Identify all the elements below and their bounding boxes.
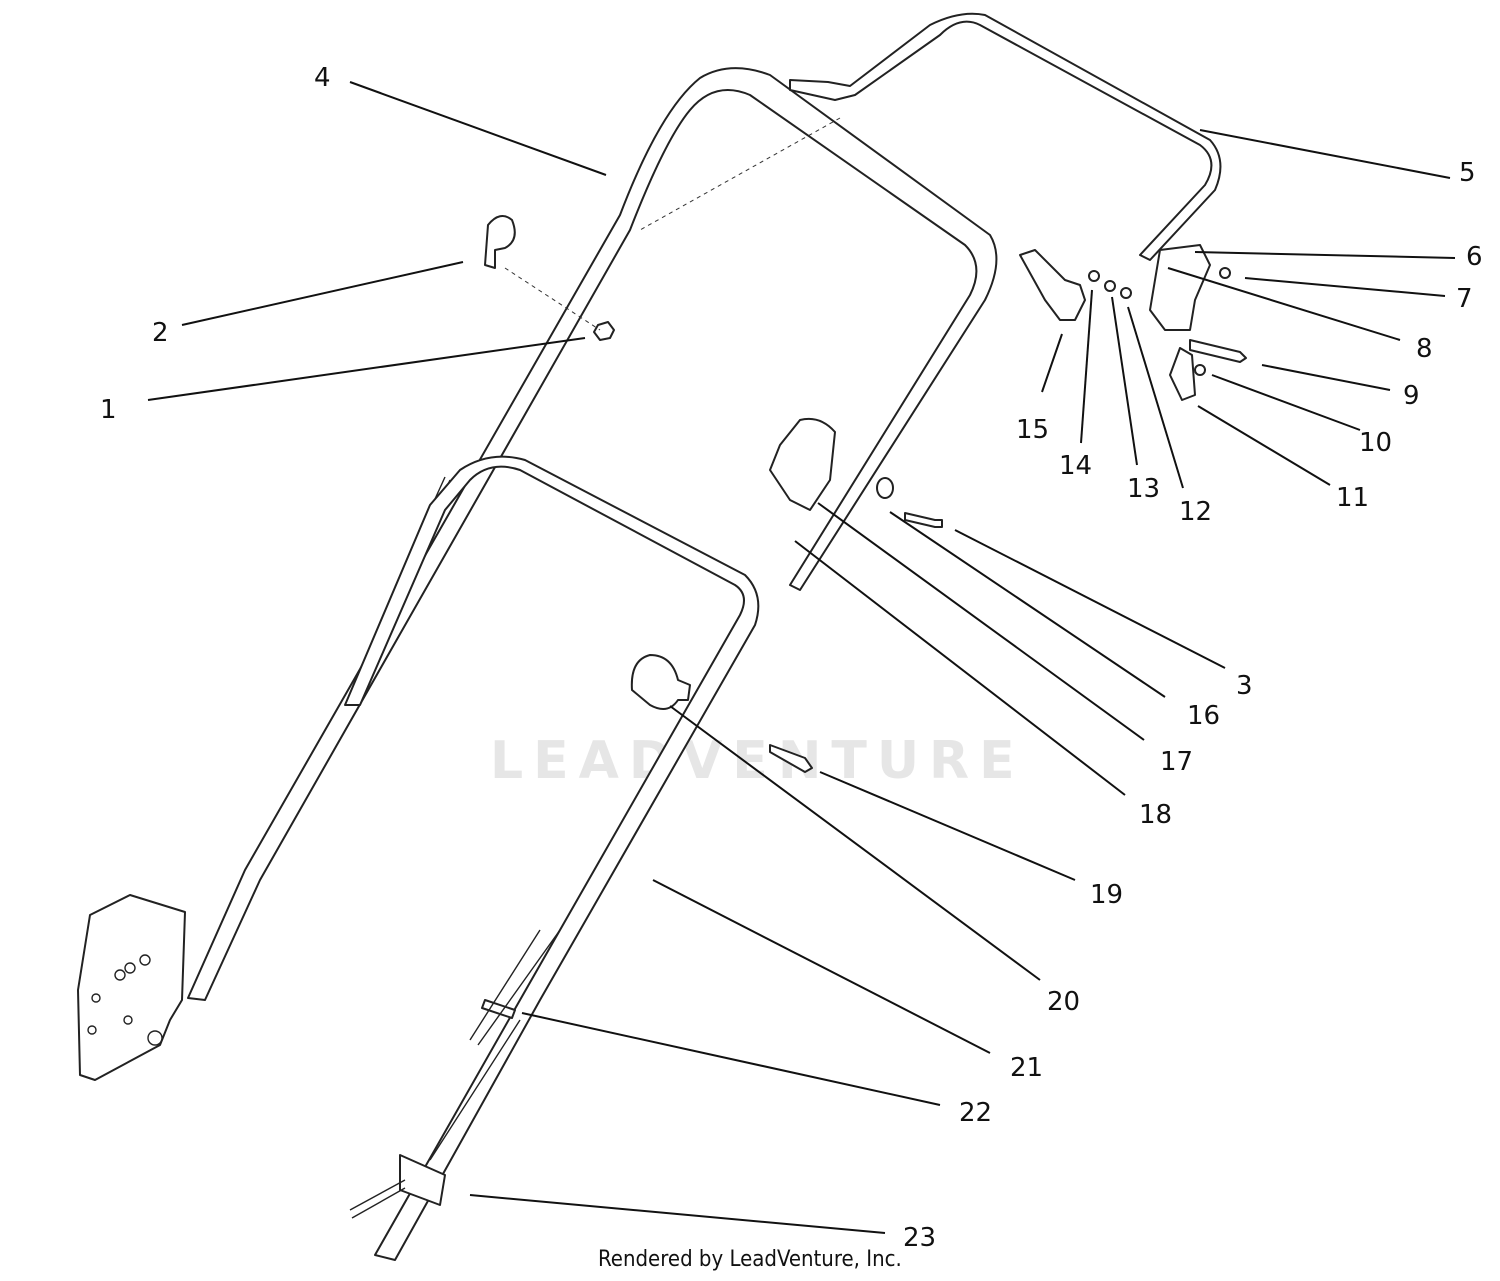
render-credit: Rendered by LeadVenture, Inc. [598,1247,902,1272]
callout-9: 9 [1403,381,1420,411]
callout-11: 11 [1336,483,1369,513]
callout-2: 2 [152,318,169,348]
callout-3: 3 [1236,671,1253,701]
part-17-cable-guide [769,417,836,511]
callout-15: 15 [1016,415,1049,445]
callout-6: 6 [1466,242,1483,272]
part-3-bolt [904,512,943,528]
callout-18: 18 [1139,800,1172,830]
part-8-bracket [1149,244,1211,331]
part-15-lever [1019,249,1086,321]
watermark-text: LEADVENTURE [490,731,1025,791]
callout-8: 8 [1416,334,1433,364]
part-22-cable-tie [469,929,561,1046]
leader-lines [147,81,1456,1234]
upper-handle [187,67,998,1001]
small-washers [1088,267,1231,376]
part-20-knob [630,654,691,710]
callout-4: 4 [314,63,331,93]
part-9-bolt [1189,339,1247,363]
part-19-carriage-bolt [769,744,813,773]
part-16-washer [876,477,894,499]
callout-22: 22 [959,1098,992,1128]
callout-20: 20 [1047,987,1080,1017]
callout-7: 7 [1456,284,1473,314]
callout-5: 5 [1459,158,1476,188]
part-23-cable-clip [349,1154,446,1219]
callout-23: 23 [903,1223,936,1253]
callout-13: 13 [1127,474,1160,504]
callout-19: 19 [1090,880,1123,910]
callout-21: 21 [1010,1053,1043,1083]
part-1-nut [504,267,615,341]
control-bail [639,12,1222,261]
lower-handle [344,455,760,1261]
part-2-hook [484,215,516,269]
callout-12: 12 [1179,497,1212,527]
callout-10: 10 [1359,428,1392,458]
part-11-cam [1169,347,1196,401]
callout-14: 14 [1059,451,1092,481]
deck-bracket [77,894,186,1081]
callout-1: 1 [100,395,117,425]
callout-17: 17 [1160,747,1193,777]
callout-numbers: 1 2 3 4 5 6 7 8 9 10 11 12 13 14 15 16 1… [100,63,1483,1253]
callout-16: 16 [1187,701,1220,731]
